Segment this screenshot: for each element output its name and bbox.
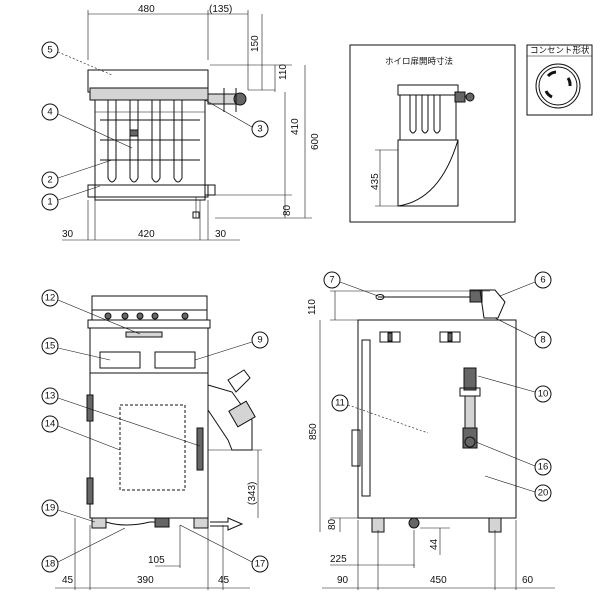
dim-30-right: 30 [215, 229, 227, 240]
callout-5: 5 [47, 45, 52, 56]
dim-45-right: 45 [218, 575, 230, 586]
callout-18: 18 [45, 559, 56, 570]
dim-135: (135) [209, 4, 232, 15]
callout-17: 17 [255, 559, 266, 570]
dim-110: 110 [278, 64, 289, 80]
callout-6: 6 [540, 275, 545, 286]
outlet-pin-2 [566, 77, 572, 87]
dim-390: 390 [137, 575, 154, 586]
water-supply-parts [459, 367, 481, 449]
side-dim-90: 90 [337, 575, 349, 586]
door-open-view: ホイロ扉開時寸法 435 [349, 44, 516, 223]
control-knobs [104, 312, 189, 320]
callout-8: 8 [540, 335, 545, 346]
side-dim-450: 450 [430, 575, 447, 586]
water-valve [207, 88, 247, 112]
callout-7: 7 [329, 275, 334, 286]
outlet-pin-1 [546, 70, 557, 78]
dim-420: 420 [138, 229, 155, 240]
callout-19: 19 [45, 503, 56, 514]
side-dim-80: 80 [327, 518, 338, 530]
callout-1: 1 [47, 197, 52, 208]
top-view: 480 (135) [62, 4, 321, 241]
callout-14: 14 [45, 419, 56, 430]
dim-150: 150 [250, 35, 261, 52]
callout-12: 12 [45, 293, 56, 304]
callout-10: 10 [538, 389, 549, 400]
dim-105: 105 [148, 555, 165, 566]
callout-3: 3 [257, 124, 262, 135]
side-dim-850: 850 [308, 423, 319, 440]
dim-435: 435 [370, 173, 381, 190]
dim-410: 410 [290, 118, 301, 135]
door-view-title: ホイロ扉開時寸法 [385, 56, 453, 66]
exhaust-duct [207, 369, 256, 451]
outlet-pin-3 [544, 90, 553, 99]
callout-16: 16 [538, 462, 549, 473]
dim-480: 480 [138, 4, 155, 15]
callout-11: 11 [335, 398, 345, 409]
callout-9: 9 [257, 335, 262, 346]
callout-2: 2 [47, 175, 52, 186]
callout-4: 4 [47, 107, 52, 118]
dim-45-left: 45 [62, 575, 74, 586]
callouts: 5 4 2 1 3 12 15 9 13 14 [41, 41, 552, 573]
callout-20: 20 [538, 488, 549, 499]
dim-30-left: 30 [62, 229, 74, 240]
heater-elements [100, 100, 200, 183]
outlet-title: コンセント形状 [530, 45, 590, 55]
side-dim-110: 110 [307, 299, 318, 315]
callout-15: 15 [45, 341, 56, 352]
front-view: (343) 105 45 390 45 [55, 295, 262, 590]
side-dim-225: 225 [330, 554, 347, 565]
side-view: 110 80 850 44 225 [307, 289, 555, 590]
side-dim-44: 44 [429, 538, 440, 550]
callout-13: 13 [45, 391, 56, 402]
dim-343: (343) [247, 482, 258, 505]
dim-80: 80 [282, 204, 293, 216]
outlet-shape: コンセント形状 [526, 44, 593, 116]
side-dim-60: 60 [522, 575, 534, 586]
dim-600: 600 [310, 133, 321, 150]
